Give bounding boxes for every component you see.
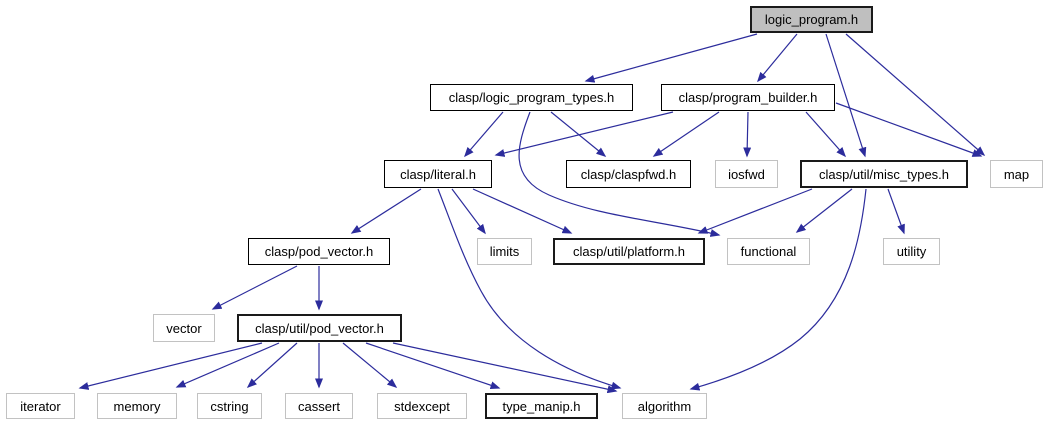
graph-node-map[interactable]: map — [990, 160, 1043, 188]
graph-node-logic-program.h[interactable]: logic_program.h — [750, 6, 873, 33]
edge-lit-to-lim — [451, 188, 486, 235]
edge-upv-to-tm — [365, 342, 501, 390]
edge-lp-to-map — [845, 33, 986, 156]
edge-pb-to-lit — [494, 111, 674, 157]
edge-upv-to-std — [342, 342, 398, 388]
graph-node-iterator[interactable]: iterator — [6, 393, 75, 419]
edge-pb-to-misc — [805, 111, 846, 158]
graph-node-clasp-util-misc-types.h[interactable]: clasp/util/misc_types.h — [800, 160, 968, 188]
graph-node-clasp-util-platform.h[interactable]: clasp/util/platform.h — [553, 238, 705, 265]
graph-node-utility[interactable]: utility — [883, 238, 940, 265]
edge-lpt-to-func — [518, 111, 721, 237]
graph-node-clasp-util-pod-vector.h[interactable]: clasp/util/pod_vector.h — [237, 314, 402, 342]
edge-pb-to-map — [835, 102, 983, 157]
graph-node-vector[interactable]: vector — [153, 314, 215, 342]
edge-lpt-to-lit — [464, 111, 504, 158]
edge-misc-to-func — [795, 188, 853, 233]
edge-pv-to-vec — [211, 265, 298, 310]
graph-node-stdexcept[interactable]: stdexcept — [377, 393, 467, 419]
edge-misc-to-algo — [689, 188, 867, 391]
edge-lp-to-lpt — [584, 33, 758, 83]
graph-node-type-manip.h[interactable]: type_manip.h — [485, 393, 598, 419]
graph-node-memory[interactable]: memory — [97, 393, 177, 419]
graph-node-cassert[interactable]: cassert — [285, 393, 353, 419]
graph-node-clasp-literal.h[interactable]: clasp/literal.h — [384, 160, 492, 188]
edge-lpt-to-fwd — [550, 111, 607, 157]
graph-node-limits[interactable]: limits — [477, 238, 532, 265]
edge-upv-to-cstr — [246, 342, 298, 389]
edge-pb-to-fwd — [652, 111, 720, 157]
graph-node-clasp-pod-vector.h[interactable]: clasp/pod_vector.h — [248, 238, 390, 265]
edge-lit-to-algo — [437, 188, 622, 390]
graph-node-clasp-program-builder.h[interactable]: clasp/program_builder.h — [661, 84, 835, 111]
edge-lp-to-pb — [757, 33, 798, 83]
graph-node-iosfwd[interactable]: iosfwd — [715, 160, 778, 188]
graph-node-algorithm[interactable]: algorithm — [622, 393, 707, 419]
graph-node-clasp-logic-program-types.h[interactable]: clasp/logic_program_types.h — [430, 84, 633, 111]
edge-lp-to-misc — [825, 33, 867, 158]
edge-upv-to-iter — [78, 342, 263, 390]
edge-upv-to-algo — [392, 342, 618, 394]
edge-pb-to-ios — [743, 111, 752, 158]
graph-node-functional[interactable]: functional — [727, 238, 810, 265]
edge-lit-to-plat — [472, 188, 573, 234]
edge-lit-to-pv — [350, 188, 422, 234]
edge-misc-to-plat — [697, 188, 813, 234]
graph-node-clasp-claspfwd.h[interactable]: clasp/claspfwd.h — [566, 160, 691, 188]
edge-misc-to-util — [887, 188, 905, 235]
edge-upv-to-mem — [175, 342, 280, 388]
graph-node-cstring[interactable]: cstring — [197, 393, 262, 419]
